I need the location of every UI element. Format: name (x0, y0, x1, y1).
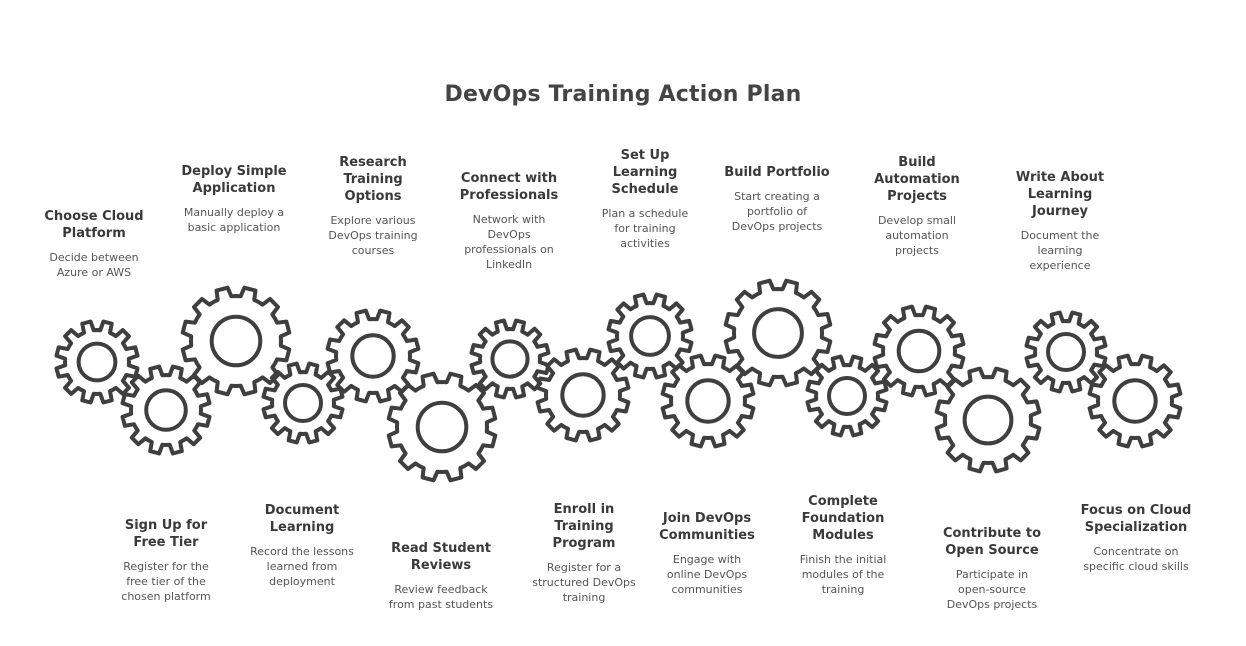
gear-11-hub (752, 307, 804, 359)
gear-7-hub (490, 339, 530, 379)
step-12-title: Complete Foundation Modules (801, 494, 885, 543)
gear-3-hub (209, 314, 263, 368)
step-3-title: Deploy Simple Application (181, 164, 287, 196)
gear-12 (805, 354, 889, 438)
gear-9-hub (629, 315, 671, 357)
step-11-title: Build Portfolio (724, 165, 830, 180)
step-15-title: Write About Learning Journey (1015, 170, 1105, 219)
gear-6 (386, 371, 498, 483)
step-7-description: Network with DevOps professionals on Lin… (464, 213, 554, 271)
step-6: Read Student Reviews Review feedback fro… (381, 540, 501, 612)
step-8-title: Enroll in Training Program (552, 502, 616, 551)
step-10-title: Join DevOps Communities (659, 511, 755, 543)
step-14-description: Participate in open-source DevOps projec… (946, 568, 1038, 611)
step-15: Write About Learning Journey Document th… (1000, 169, 1120, 273)
gear-9 (606, 292, 694, 380)
gear-12-hub (827, 376, 867, 416)
gear-1 (54, 319, 140, 405)
gear-10 (660, 353, 756, 449)
step-11-description: Start creating a portfolio of DevOps pro… (731, 190, 823, 233)
step-8-description: Register for a structured DevOps trainin… (532, 561, 636, 604)
gear-2-hub (144, 388, 188, 432)
gear-4-hub (283, 383, 323, 423)
gear-1-hub (76, 341, 118, 383)
step-13: Build Automation Projects Develop small … (857, 154, 977, 258)
gear-15-hub (1046, 332, 1086, 372)
step-15-description: Document the learning experience (1020, 229, 1100, 272)
step-6-title: Read Student Reviews (391, 541, 491, 573)
step-12: Complete Foundation Modules Finish the i… (783, 493, 903, 597)
step-14: Contribute to Open Source Participate in… (932, 525, 1052, 612)
step-16-title: Focus on Cloud Specialization (1080, 503, 1192, 535)
step-16-description: Concentrate on specific cloud skills (1083, 545, 1189, 573)
step-2-title: Sign Up for Free Tier (124, 518, 208, 550)
gear-11 (723, 278, 833, 388)
step-8: Enroll in Training Program Register for … (524, 501, 644, 605)
gear-14-hub (962, 394, 1014, 446)
step-10-description: Engage with online DevOps communities (666, 553, 748, 596)
step-13-description: Develop small automation projects (877, 214, 957, 257)
step-6-description: Review feedback from past students (388, 583, 494, 611)
step-9-description: Plan a schedule for training activities (601, 207, 689, 250)
gear-13-hub (896, 328, 942, 374)
step-13-title: Build Automation Projects (874, 155, 960, 204)
step-3: Deploy Simple Application Manually deplo… (174, 163, 294, 235)
gear-6-hub (415, 400, 469, 454)
step-14-title: Contribute to Open Source (942, 526, 1042, 558)
step-4-description: Record the lessons learned from deployme… (250, 545, 354, 588)
step-2: Sign Up for Free Tier Register for the f… (106, 517, 226, 604)
step-1-description: Decide between Azure or AWS (49, 251, 139, 279)
gear-4 (261, 361, 345, 445)
diagram-title: DevOps Training Action Plan (444, 82, 802, 107)
gear-16-hub (1112, 378, 1158, 424)
gear-15 (1024, 310, 1108, 394)
gear-16 (1087, 353, 1183, 449)
gear-8-hub (560, 372, 606, 418)
step-4: Document Learning Record the lessons lea… (242, 502, 362, 589)
step-9-title: Set Up Learning Schedule (611, 148, 679, 197)
step-4-title: Document Learning (264, 503, 340, 535)
gear-14 (934, 366, 1042, 474)
step-16: Focus on Cloud Specialization Concentrat… (1076, 502, 1196, 574)
step-7: Connect with Professionals Network with … (449, 170, 569, 272)
step-9: Set Up Learning Schedule Plan a schedule… (585, 147, 705, 251)
step-1-title: Choose Cloud Platform (44, 209, 144, 241)
gear-2 (120, 364, 212, 456)
step-5-description: Explore various DevOps training courses (328, 214, 418, 257)
gear-5-hub (350, 333, 396, 379)
step-1: Choose Cloud Platform Decide between Azu… (34, 208, 154, 280)
step-5-title: Research Training Options (339, 155, 407, 204)
step-10: Join DevOps Communities Engage with onli… (647, 510, 767, 597)
gear-13 (872, 304, 966, 398)
gear-8 (535, 347, 631, 443)
gear-7 (469, 318, 551, 400)
step-7-title: Connect with Professionals (459, 171, 559, 203)
gear-10-hub (685, 378, 731, 424)
step-2-description: Register for the free tier of the chosen… (121, 560, 211, 603)
step-12-description: Finish the initial modules of the traini… (799, 553, 887, 596)
gear-3 (180, 285, 292, 397)
gear-5 (325, 308, 421, 404)
step-5: Research Training Options Explore variou… (313, 154, 433, 258)
step-11: Build Portfolio Start creating a portfol… (717, 164, 837, 234)
step-3-description: Manually deploy a basic application (183, 206, 285, 234)
